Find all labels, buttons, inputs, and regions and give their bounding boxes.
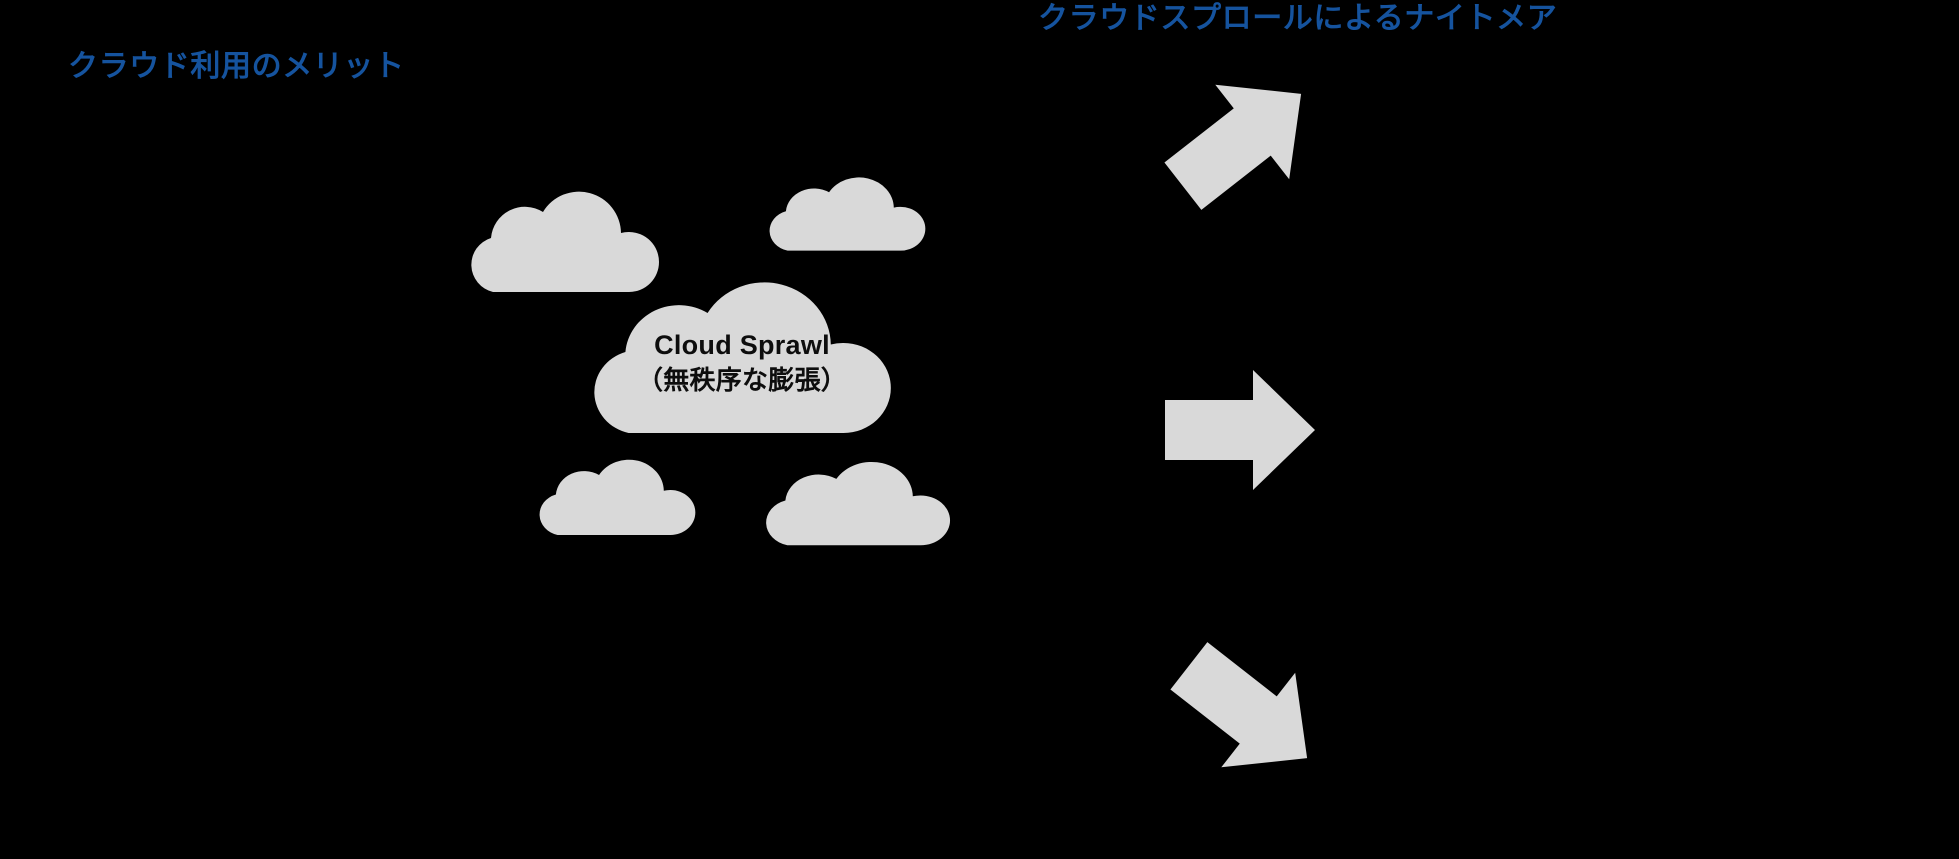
heading-cloud-sprawl-nightmare: クラウドスプロールによるナイトメア bbox=[1038, 2, 1558, 35]
cloud-center-main bbox=[594, 282, 891, 433]
heading-cloud-benefits: クラウド利用のメリット bbox=[68, 50, 405, 83]
cloud-bottom-left bbox=[539, 459, 696, 535]
cloud-top-left bbox=[471, 191, 659, 292]
cloud-bottom-right bbox=[766, 461, 951, 546]
arrow-right bbox=[1165, 370, 1315, 490]
arrow-down-right bbox=[1151, 618, 1345, 806]
arrow-up-right bbox=[1145, 46, 1339, 234]
cloud-top-right bbox=[769, 177, 926, 251]
